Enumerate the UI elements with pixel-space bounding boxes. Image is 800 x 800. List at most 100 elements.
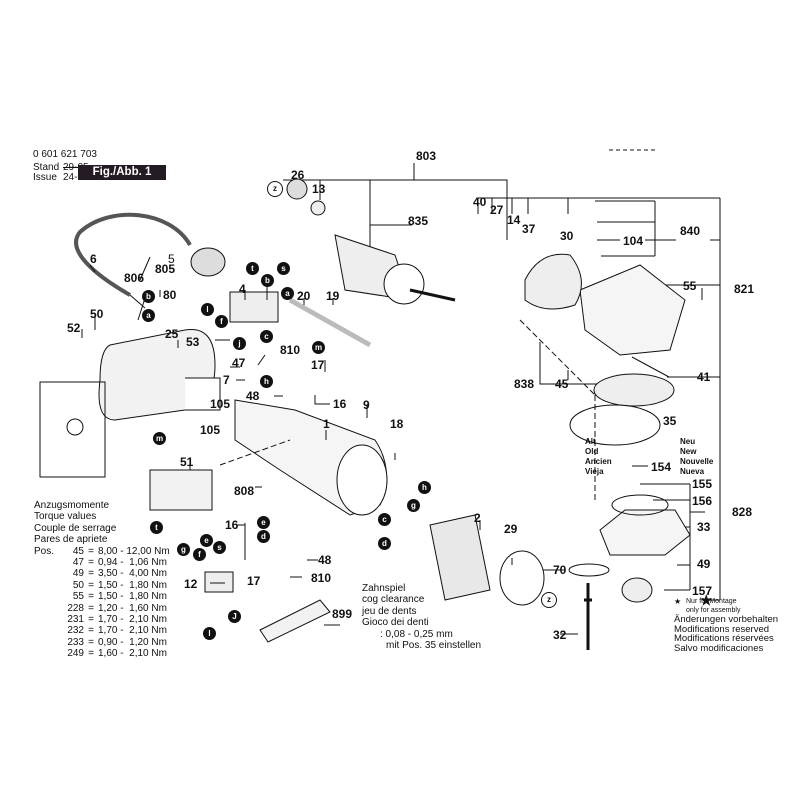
issue-label: Issue: [33, 172, 57, 183]
torque-equals: =: [88, 648, 94, 660]
part-label-828: 828: [732, 505, 753, 519]
assembly-note: Nur für Montage only for assembly: [686, 597, 740, 615]
part-label-821: 821: [734, 282, 755, 296]
part-label-48-bottom: 48: [318, 553, 332, 567]
part-label-840: 840: [680, 224, 701, 238]
assembly-note-de: Nur für Montage: [686, 598, 737, 605]
part-label-16-bottom: 16: [225, 518, 239, 532]
torque-prefix: [34, 637, 62, 648]
old-de: Alt: [585, 437, 596, 446]
part-label-14: 14: [507, 213, 521, 227]
modifications-de: Änderungen vorbehalten: [674, 614, 779, 625]
part-label-6: 6: [90, 252, 97, 266]
torque-equals: =: [88, 636, 94, 648]
torque-row: 232=1,70 - 2,10 Nm: [34, 625, 170, 636]
torque-prefix: [34, 568, 62, 579]
part-label-12: 12: [184, 577, 198, 591]
part-label-104: 104: [623, 234, 644, 248]
torque-row: Pos.45=8,00 - 12,00 Nm: [34, 546, 170, 557]
part-label-1: 1: [323, 417, 330, 431]
part-label-29: 29: [504, 522, 518, 536]
torque-position: 249: [67, 648, 84, 660]
bracket-group: [477, 197, 720, 214]
torque-equals: =: [88, 602, 94, 614]
connector-badge-m-lower: m: [153, 432, 166, 445]
part-label-808: 808: [234, 484, 255, 498]
part-label-33: 33: [697, 520, 711, 534]
o-ring: [611, 494, 669, 516]
star-mark-157: ★: [700, 592, 713, 608]
connector-badge-t-lower: t: [150, 521, 163, 534]
part-label-80: 80: [163, 288, 177, 302]
fan: [383, 263, 425, 305]
z-reference-mark-top: z: [267, 181, 283, 197]
torque-title-de: Anzugsmomente: [34, 500, 110, 511]
torque-value: 1,50 - 1,80 Nm: [98, 591, 167, 603]
part-label-805: 805: [155, 262, 176, 276]
part-label-838: 838: [514, 377, 535, 391]
torque-value: 1,70 - 2,10 Nm: [98, 614, 167, 626]
part-label-7: 7: [223, 373, 230, 387]
torque-position: 49: [72, 568, 84, 580]
part-label-810-top: 810: [280, 343, 301, 357]
connector-badge-a-switch: a: [281, 287, 294, 300]
part-label-157: 157: [692, 584, 713, 598]
part-label-18: 18: [390, 417, 404, 431]
torque-value: 0,90 - 1,20 Nm: [98, 636, 167, 648]
connector-badge-d: d: [257, 530, 270, 543]
plug: [190, 247, 226, 277]
torque-row: 55=1,50 - 1,80 Nm: [34, 591, 170, 602]
part-label-52: 52: [67, 321, 81, 335]
modifications-note: Änderungen vorbehalten Modifications res…: [674, 615, 778, 653]
torque-row: 50=1,50 - 1,80 Nm: [34, 580, 170, 591]
gasket-35: [569, 404, 661, 446]
cog-value: : 0,08 - 0,25 mm: [380, 628, 453, 640]
baffle-29: [499, 550, 545, 606]
stator-2: [429, 514, 491, 601]
torque-equals: =: [88, 614, 94, 626]
connector-badge-g-stator: g: [407, 499, 420, 512]
new-en: New: [680, 447, 697, 456]
modifications-en: Modifications reserved: [674, 623, 770, 635]
part-label-835: 835: [408, 214, 429, 228]
torque-row: 49=3,50 - 4,00 Nm: [34, 568, 170, 579]
torque-value: 0,94 - 1,06 Nm: [98, 557, 167, 569]
leaders-70-32: [540, 569, 578, 635]
cog-line-de: Zahnspiel: [362, 583, 406, 594]
part-label-803: 803: [416, 149, 437, 163]
part-label-17-top: 17: [311, 358, 325, 372]
part-label-27: 27: [490, 203, 504, 217]
grease-tube-899: [259, 599, 331, 643]
slide-20: [288, 297, 372, 348]
torque-row: 233=0,90 - 1,20 Nm: [34, 637, 170, 648]
washer-70: [568, 563, 610, 577]
old-labels: Alt Old Ancien Vieja: [585, 437, 612, 477]
torque-equals: =: [88, 579, 94, 591]
figure-label: Fig./Abb. 1: [78, 165, 166, 180]
part-label-48-top: 48: [246, 389, 260, 403]
bearing-13: [310, 200, 326, 216]
part-30: [524, 253, 582, 310]
part-label-2: 2: [474, 511, 481, 525]
part-label-70: 70: [553, 563, 567, 577]
new-labels: Neu New Nouvelle Nueva: [680, 437, 713, 477]
part-label-30: 30: [560, 229, 574, 243]
torque-prefix: [34, 591, 62, 602]
connector-badge-h: h: [260, 375, 273, 388]
bracket-821-828: [705, 198, 721, 601]
old-en: Old: [585, 447, 599, 456]
connector-badge-a: a: [142, 309, 155, 322]
part-label-51: 51: [180, 455, 194, 469]
bracket-840: [595, 200, 720, 257]
torque-position: 55: [72, 591, 84, 603]
part-label-49: 49: [697, 557, 711, 571]
torque-row: 47=0,94 - 1,06 Nm: [34, 557, 170, 568]
torque-title-fr: Couple de serrage: [34, 522, 117, 534]
torque-equals: =: [88, 625, 94, 637]
part-label-50: 50: [90, 307, 104, 321]
part-label-32: 32: [553, 628, 567, 642]
connector-badge-e-lower: e: [257, 516, 270, 529]
z-reference-mark-bottom: z: [541, 592, 557, 608]
switch-4: [229, 291, 279, 323]
